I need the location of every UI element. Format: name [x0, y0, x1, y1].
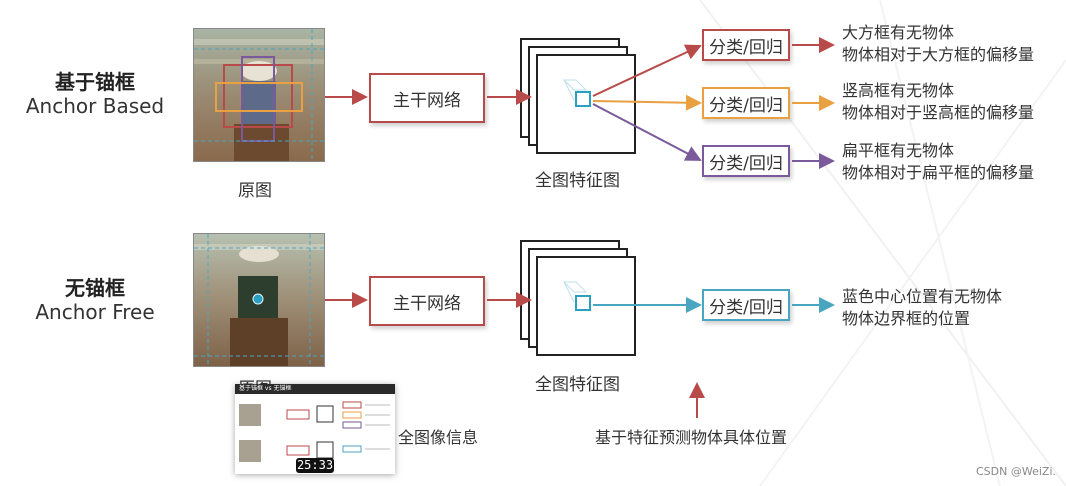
anchor-free-head-box: 分类/回归 [702, 289, 790, 321]
anchor-free-original-image [193, 233, 325, 367]
head-label: 分类/回归 [709, 297, 783, 318]
watermark: CSDN @WeiZi. [976, 465, 1057, 478]
feature-cell-marker [562, 79, 591, 107]
video-thumbnail-preview [239, 401, 390, 462]
head-output-line1: 竖高框有无物体 [842, 81, 955, 100]
anchor-based-feature-caption: 全图特征图 [535, 171, 620, 191]
video-duration-badge: 25:33 [296, 458, 334, 473]
arrow-to-head-flat [592, 103, 702, 161]
head-output-line2: 物体相对于竖高框的偏移量 [842, 103, 1035, 122]
anchor-free-backbone-label: 主干网络 [393, 293, 461, 314]
head-output-line1: 扁平框有无物体 [842, 141, 955, 160]
head-box-big-square: 分类/回归 [702, 29, 790, 61]
head-label: 分类/回归 [709, 95, 783, 116]
anchor-free-feature-caption: 全图特征图 [535, 375, 620, 395]
video-thumbnail-header: 基于锚框 vs 无锚框 [235, 384, 395, 394]
anchor-based-image-caption: 原图 [238, 181, 272, 201]
bottom-left-partial-text: 全图像信息 [398, 428, 479, 447]
anchor-based-backbone-box: 主干网络 [369, 73, 485, 123]
anchor-free-output-line1: 蓝色中心位置有无物体 [842, 287, 1003, 306]
anchor-free-title-cn: 无锚框 [65, 276, 125, 300]
arrow-to-head-tall [592, 94, 702, 111]
head-box-flat: 分类/回归 [702, 145, 790, 177]
head-output-line1: 大方框有无物体 [842, 23, 955, 42]
cowboy-photo-anchor-free [194, 234, 324, 366]
cowboy-photo-anchor-based [194, 29, 324, 161]
anchor-based-title-cn: 基于锚框 [55, 70, 135, 94]
anchor-based-title-en: Anchor Based [25, 94, 165, 118]
anchor-free-title-en: Anchor Free [35, 300, 155, 324]
head-output-line2: 物体相对于大方框的偏移量 [842, 45, 1035, 64]
feature-cell-marker [562, 281, 591, 311]
head-label: 分类/回归 [709, 153, 783, 174]
anchor-free-backbone-box: 主干网络 [369, 276, 485, 326]
anchor-based-original-image [193, 28, 325, 162]
anchor-free-output-line2: 物体边界框的位置 [842, 309, 971, 328]
head-box-tall: 分类/回归 [702, 87, 790, 119]
head-output-line2: 物体相对于扁平框的偏移量 [842, 163, 1035, 182]
head-label: 分类/回归 [709, 37, 783, 58]
anchor-based-backbone-label: 主干网络 [393, 90, 461, 111]
arrow-to-head-big [592, 44, 702, 97]
bottom-center-text: 基于特征预测物体具体位置 [595, 428, 788, 447]
video-thumbnail[interactable]: 基于锚框 vs 无锚框 25:33 [235, 384, 395, 474]
